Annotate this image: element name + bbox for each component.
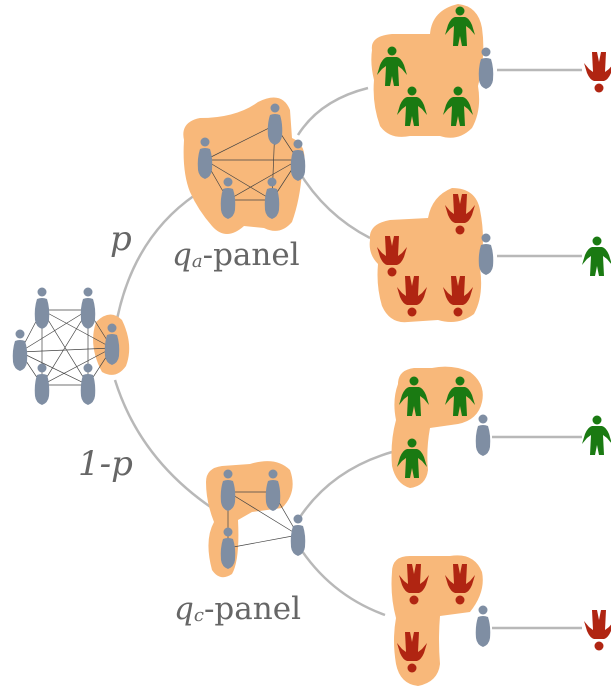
red-agent-icon <box>584 610 611 651</box>
qc-line-up <box>296 450 393 521</box>
person-icon <box>34 287 50 329</box>
qa-subscript: a <box>191 251 203 272</box>
branch-line-p <box>113 193 196 331</box>
red-agent-icon <box>584 52 611 93</box>
person-icon <box>80 363 96 405</box>
green-agent-icon <box>582 236 611 276</box>
person-icon <box>475 414 491 456</box>
green-agent-icon <box>582 415 611 455</box>
qa-symbol: q <box>172 237 192 273</box>
source-network <box>19 309 113 386</box>
outcome-blob-3 <box>391 366 483 488</box>
person-icon <box>80 287 96 329</box>
person-icon <box>290 514 306 556</box>
qc-panel-network <box>227 491 299 549</box>
qc-line-down <box>296 544 386 617</box>
person-icon <box>34 363 50 405</box>
qa-line-down <box>296 169 371 240</box>
qc-suffix: -panel <box>203 591 301 627</box>
qa-line-up <box>296 86 369 136</box>
qa-suffix: -panel <box>202 237 300 273</box>
branch-line-1-p <box>113 379 216 512</box>
qc-subscript: c <box>193 605 204 626</box>
qa-panel-label: qa-panel <box>172 240 300 271</box>
connector-lines <box>113 68 582 630</box>
qc-symbol: q <box>174 591 194 627</box>
red-agents <box>377 52 611 673</box>
qc-panel-label: qc-panel <box>174 594 301 625</box>
qc-panel-blob <box>206 461 293 578</box>
person-icon <box>12 329 28 371</box>
branch-label-p: p <box>110 219 132 259</box>
outcome-blob-4 <box>391 555 483 686</box>
person-icon <box>475 605 491 647</box>
branch-label-1-p: 1-p <box>78 444 133 484</box>
qa-panel-network <box>204 124 299 201</box>
